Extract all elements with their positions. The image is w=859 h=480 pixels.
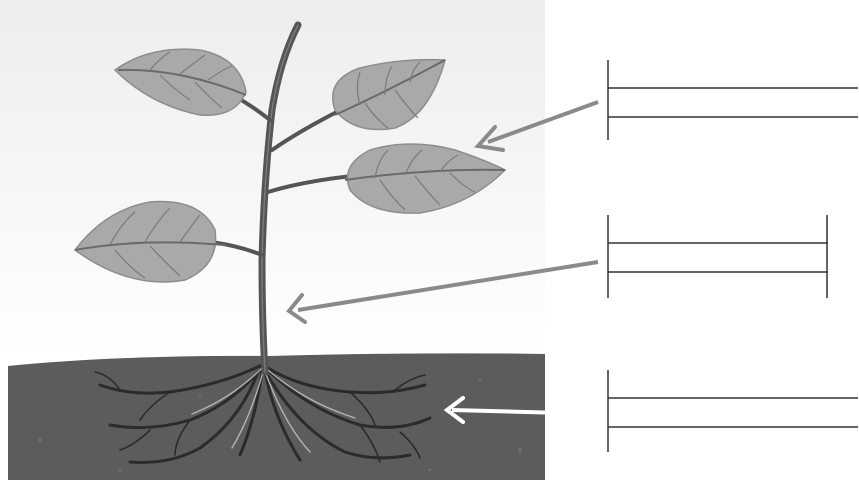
- label-box-root[interactable]: [608, 370, 858, 452]
- label-box-stem[interactable]: [608, 215, 828, 298]
- label-box-leaf[interactable]: [608, 60, 858, 140]
